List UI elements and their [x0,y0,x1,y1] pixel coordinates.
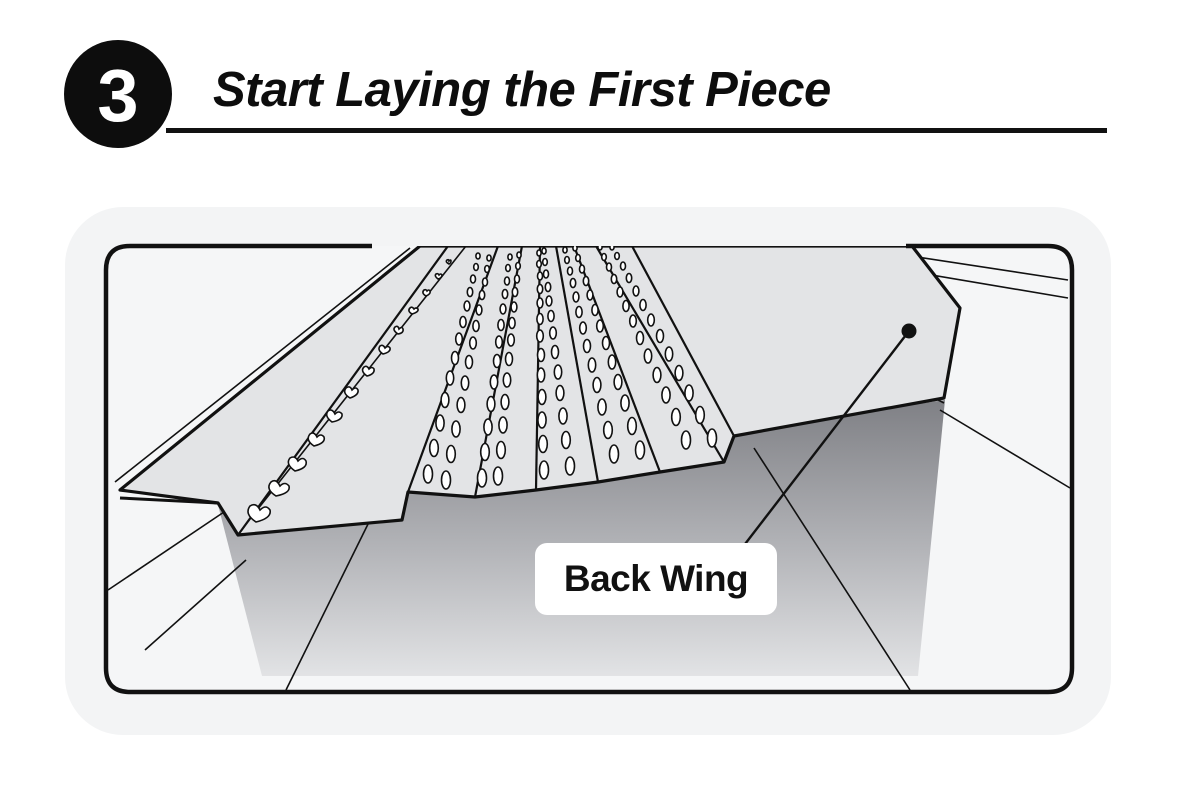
callout-dot [901,323,917,339]
step-number: 3 [97,54,139,137]
illustration-frame [103,243,1075,695]
back-wing-label: Back Wing [563,558,749,599]
teeth-row [245,246,467,525]
step-title: Start Laying the First Piece [213,63,831,117]
step-number-badge: 3 [64,40,172,148]
perforation-holes [422,246,718,490]
title-underline [166,128,1107,133]
front-lip-edge [119,496,219,505]
back-wing-callout: Back Wing [535,543,777,615]
callout-leader-line [741,330,910,549]
